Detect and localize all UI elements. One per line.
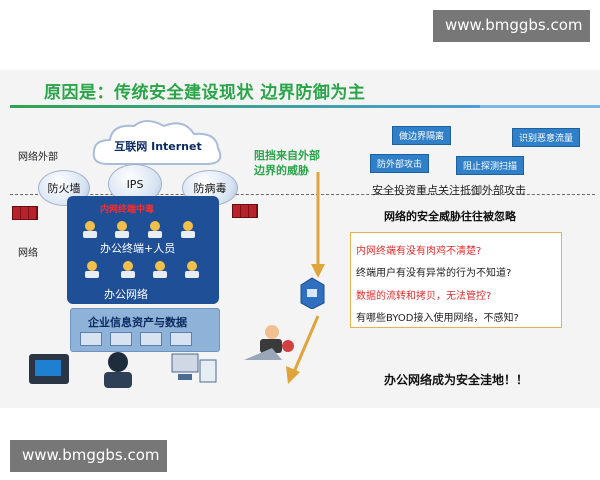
- tag-identify-malicious-traffic: 识别恶意流量: [512, 128, 581, 147]
- monitor-icon: [170, 352, 220, 390]
- person-icon: [80, 220, 100, 238]
- person-icon: [150, 260, 170, 278]
- label-network: 网络: [18, 248, 38, 259]
- hacker-icon: [98, 348, 138, 396]
- watermark-bottom: www.bmggbs.com: [10, 440, 167, 472]
- office-network-label: 办公网络: [104, 288, 148, 301]
- threat-arrow: [286, 172, 325, 384]
- enterprise-assets-label: 企业信息资产与数据: [88, 316, 187, 329]
- cloud-icon: [92, 120, 222, 165]
- ignored-threats-heading: 网络的安全威胁往往被忽略: [384, 210, 516, 223]
- question-item: 终端用户有没有异常的行为不知道?: [356, 268, 512, 279]
- title-underline-left: [10, 105, 480, 108]
- conclusion-text: 办公网络成为安全洼地！！: [384, 373, 529, 387]
- slide-title: 原因是：传统安全建设现状 边界防御为主: [44, 83, 366, 103]
- person-icon: [182, 260, 202, 278]
- threat-label-line1: 阻挡来自外部: [254, 149, 320, 162]
- threat-label: 阻挡来自外部 边界的威胁: [254, 148, 320, 178]
- investment-focus-text: 安全投资重点关注抵御外部攻击: [372, 184, 526, 197]
- server-icon: [110, 332, 132, 346]
- firewall-wall-icon: [12, 206, 38, 220]
- person-icon: [112, 220, 132, 238]
- hacker-icon: [238, 322, 298, 370]
- firewall-wall-icon: [232, 204, 258, 218]
- tag-block-scanning: 阻止探测扫描: [456, 156, 525, 175]
- antivirus-label: 防病毒: [193, 182, 227, 195]
- label-outside-network: 网络外部: [18, 152, 58, 163]
- slide: 原因是：传统安全建设现状 边界防御为主 网络外部 网络 互联网 Internet…: [0, 70, 600, 408]
- office-network-box: [67, 196, 219, 304]
- title-underline-right: [480, 105, 600, 108]
- person-icon: [82, 260, 102, 278]
- question-item: 数据的流转和拷贝，无法管控?: [356, 291, 492, 302]
- questions-box: [350, 232, 562, 328]
- threat-label-line2: 边界的威胁: [254, 164, 309, 177]
- keyboard-icon: [27, 350, 71, 394]
- boundary-dashed-line: [10, 194, 595, 195]
- person-icon: [118, 260, 138, 278]
- server-icon: [80, 332, 102, 346]
- question-item: 有哪些BYOD接入使用网络，不感知?: [356, 313, 519, 324]
- switch-icon: [298, 275, 326, 313]
- firewall-label: 防火墙: [47, 182, 81, 195]
- server-icon: [170, 332, 192, 346]
- cloud-label: 互联网 Internet: [114, 140, 202, 153]
- office-terminals-label: 办公终端+人员: [100, 242, 176, 255]
- office-alert-text: 内网终端中毒: [100, 205, 155, 215]
- internet-cloud: 互联网 Internet: [88, 118, 228, 172]
- tag-boundary-isolation: 做边界隔离: [392, 126, 452, 145]
- ips-label: IPS: [126, 177, 144, 191]
- question-item: 内网终端有没有肉鸡不清楚?: [356, 246, 482, 257]
- tag-prevent-external-attack: 防外部攻击: [370, 154, 430, 173]
- server-icon: [140, 332, 162, 346]
- watermark-top: www.bmggbs.com: [433, 10, 590, 42]
- person-icon: [178, 220, 198, 238]
- person-icon: [145, 220, 165, 238]
